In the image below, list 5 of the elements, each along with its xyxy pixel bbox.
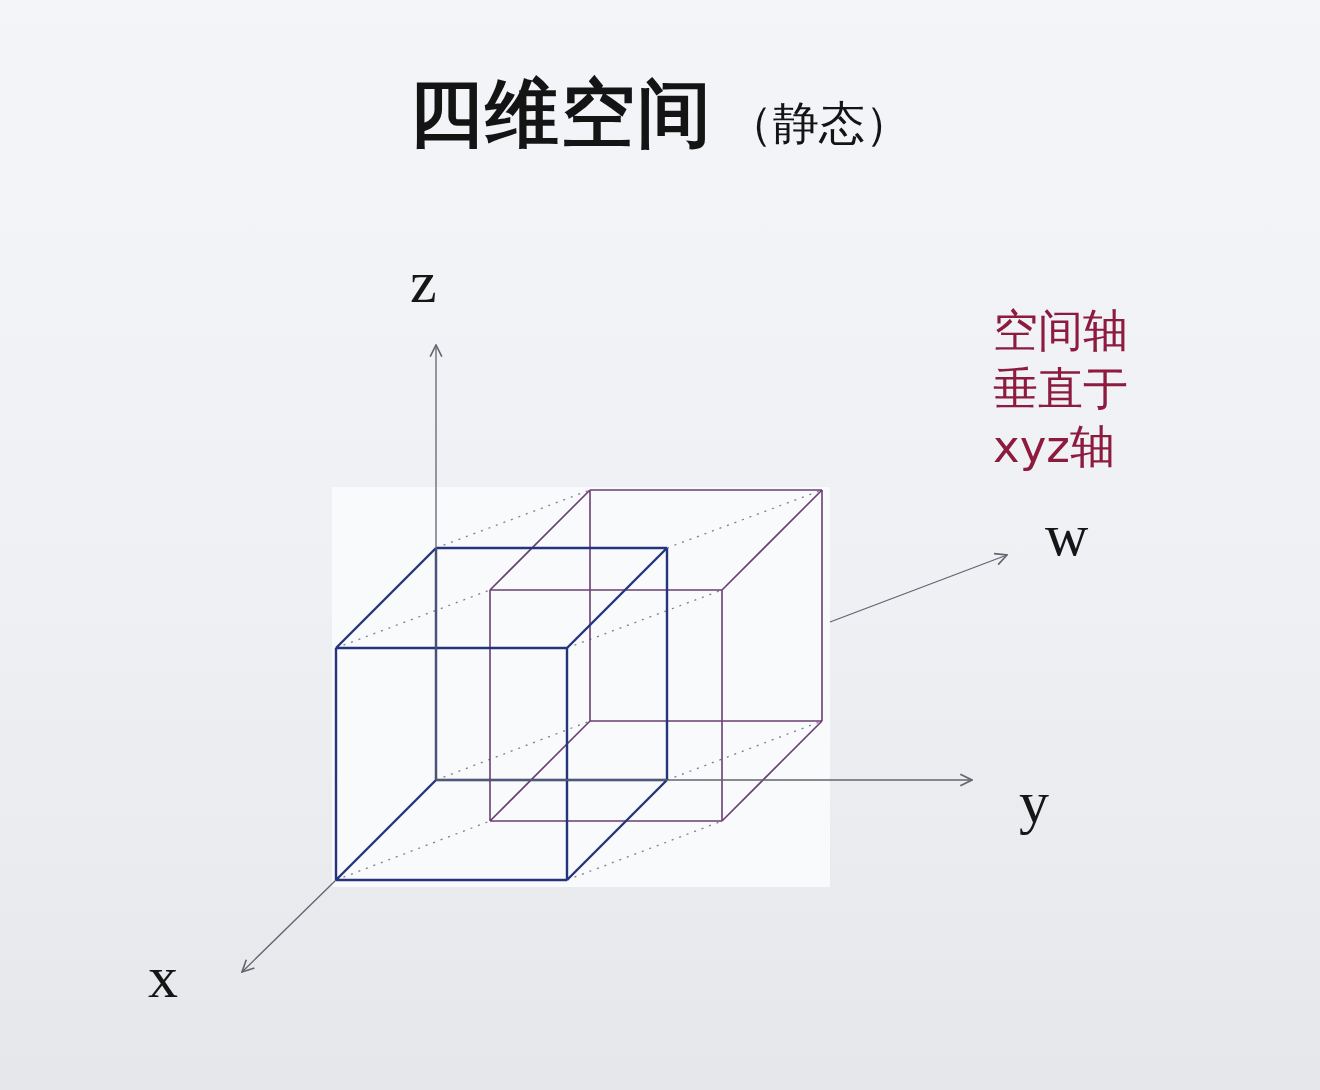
note-text: 空间轴垂直于xyz轴 xyxy=(993,303,1129,475)
title: 四维空间 （静态） xyxy=(408,76,912,150)
axis-label: x xyxy=(148,947,178,1007)
axis-label: z xyxy=(410,252,437,312)
axis-label: w xyxy=(1045,505,1089,565)
